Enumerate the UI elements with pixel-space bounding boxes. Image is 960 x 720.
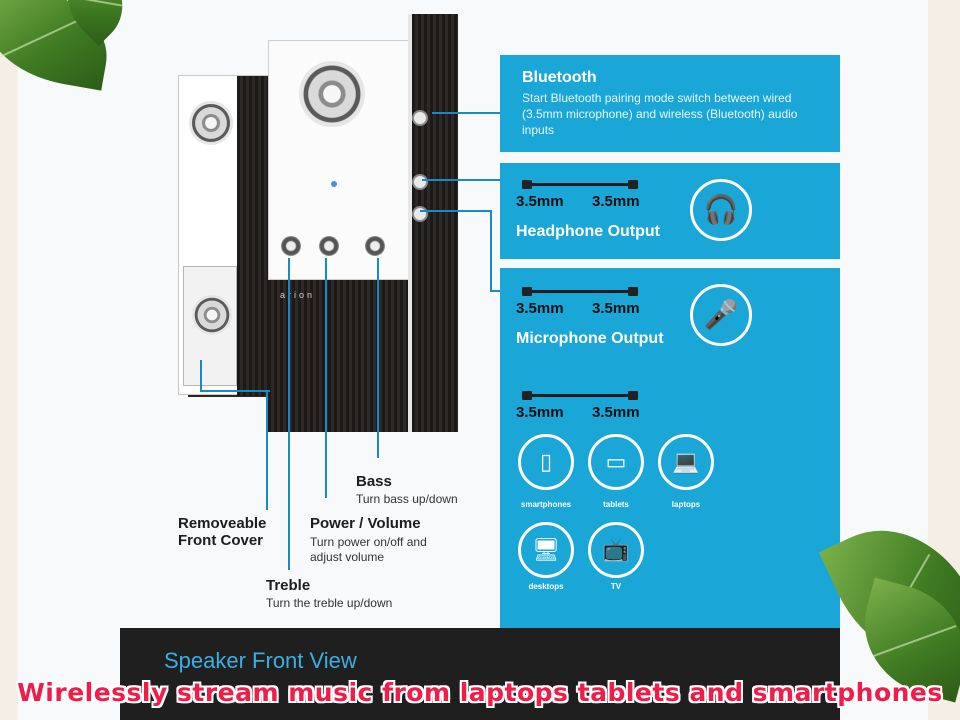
headphones-icon: 🎧	[690, 179, 752, 241]
bluetooth-indicator	[331, 181, 337, 187]
cable-right-size: 3.5mm	[592, 300, 640, 317]
device-label: TV	[610, 582, 622, 591]
bluetooth-title: Bluetooth	[522, 69, 597, 86]
treble-knob	[281, 236, 301, 256]
leader-line	[200, 360, 202, 392]
bluetooth-panel: Bluetooth Start Bluetooth pairing mode s…	[500, 55, 840, 152]
tv-icon: 📺	[588, 522, 644, 578]
smartphone-icon: ▯	[518, 434, 574, 490]
headphone-jack	[412, 174, 428, 190]
leader-line	[325, 258, 327, 498]
leader-line	[377, 258, 379, 458]
leader-line	[200, 390, 270, 392]
speaker-woofer	[192, 295, 232, 335]
microphone-title: Microphone Output	[516, 330, 664, 347]
speaker-side-panel	[237, 76, 271, 396]
device-label: tablets	[603, 500, 629, 509]
desktop-icon: 🖥	[518, 522, 574, 578]
treble-label: Treble	[266, 577, 311, 594]
device-label: desktops	[528, 582, 564, 591]
cable-right-size: 3.5mm	[592, 193, 640, 210]
power-volume-desc-line2: adjust volume	[310, 550, 385, 564]
leader-line	[490, 290, 500, 292]
device-label: smartphones	[520, 500, 572, 509]
device-label: laptops	[671, 500, 701, 509]
bass-desc: Turn bass up/down	[356, 492, 458, 506]
microphone-panel: 3.5mm 3.5mm Microphone Output 🎤 3.5mm 3.…	[500, 268, 840, 628]
leader-line	[422, 179, 500, 181]
leader-line	[288, 258, 290, 570]
headphone-title: Headphone Output	[516, 223, 660, 240]
video-caption: Wirelessly stream music from laptops tab…	[17, 678, 943, 707]
headphone-panel: 3.5mm 3.5mm Headphone Output 🎧	[500, 163, 840, 259]
leader-line	[266, 390, 268, 510]
laptop-icon: 💻	[658, 434, 714, 490]
cable-left-size: 3.5mm	[516, 300, 564, 317]
cable-left-size: 3.5mm	[516, 404, 564, 421]
audio-cable	[522, 180, 638, 189]
speaker-tweeter	[189, 101, 233, 145]
bass-knob	[365, 236, 385, 256]
speaker-driver	[299, 61, 365, 127]
front-view-title: Speaker Front View	[164, 648, 357, 673]
brand-logo: arion	[280, 290, 316, 300]
power-volume-label: Power / Volume	[310, 515, 421, 532]
cable-right-size: 3.5mm	[592, 404, 640, 421]
speaker-side	[408, 14, 458, 432]
cover-label-line2: Front Cover	[178, 532, 264, 549]
tablet-icon: ▭	[588, 434, 644, 490]
removable-front-cover	[183, 266, 237, 386]
cable-left-size: 3.5mm	[516, 193, 564, 210]
bluetooth-button	[412, 110, 428, 126]
main-speaker: arion	[268, 40, 416, 432]
microphone-jack	[412, 206, 428, 222]
speaker-face	[268, 40, 410, 280]
small-speaker	[178, 75, 271, 396]
power-volume-desc-line1: Turn power on/off and	[310, 535, 427, 549]
audio-cable	[522, 287, 638, 296]
treble-desc: Turn the treble up/down	[266, 596, 393, 610]
power-volume-knob	[319, 236, 339, 256]
cover-label-line1: Removeable	[178, 515, 267, 532]
footer-strip: Speaker Front View	[120, 628, 840, 720]
bass-label: Bass	[356, 473, 392, 490]
audio-cable	[522, 391, 638, 400]
bluetooth-desc: Start Bluetooth pairing mode switch betw…	[522, 91, 798, 137]
microphone-icon: 🎤	[690, 284, 752, 346]
leader-line	[432, 112, 500, 114]
leader-line	[490, 210, 492, 292]
leader-line	[420, 210, 492, 212]
